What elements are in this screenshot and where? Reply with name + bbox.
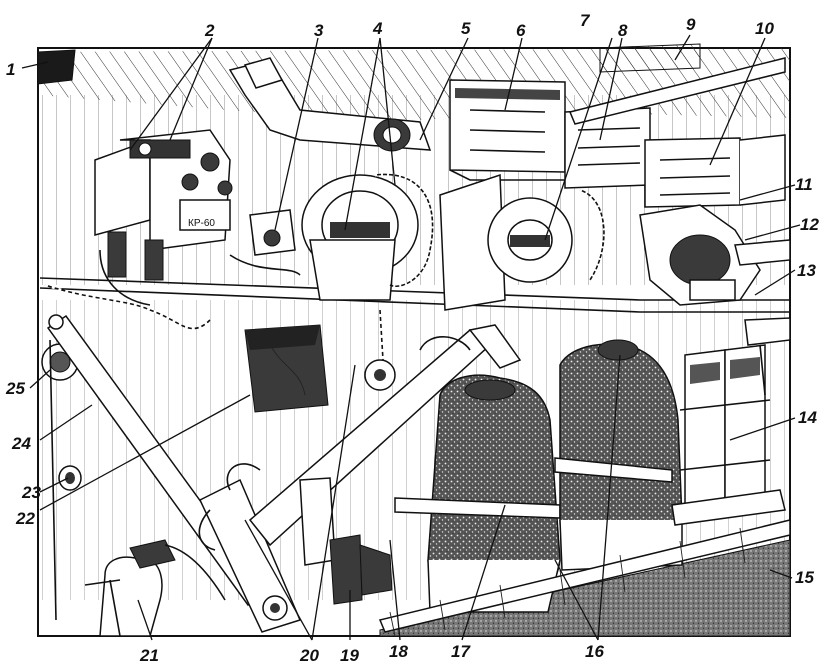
label-5: 5 (461, 19, 471, 38)
floor-rail (378, 519, 791, 637)
canister-rack (671, 344, 786, 526)
wall-bolt (58, 465, 82, 491)
headset-left (301, 172, 435, 301)
tripod-stand (198, 324, 522, 633)
label-6: 6 (516, 21, 526, 40)
overhead-pipe (228, 57, 432, 152)
headset-right (639, 204, 791, 306)
cable-bundle (44, 249, 211, 330)
leader-lines (21, 34, 801, 641)
label-21: 21 (139, 646, 159, 665)
label-25: 25 (5, 379, 25, 398)
label-11: 11 (795, 175, 813, 194)
label-2: 2 (204, 21, 215, 40)
label-8: 8 (618, 21, 628, 40)
label-23: 23 (21, 483, 41, 502)
label-1: 1 (6, 60, 15, 79)
label-19: 19 (340, 646, 359, 665)
label-22: 22 (15, 509, 35, 528)
radio-station: КР-60 (94, 129, 301, 281)
label-16: 16 (585, 642, 604, 661)
label-18: 18 (389, 642, 408, 661)
sack-right (554, 339, 683, 571)
label-4: 4 (372, 19, 383, 38)
number-labels: 1 2 3 4 5 6 7 8 9 10 11 12 13 14 15 16 1… (5, 11, 819, 665)
label-12: 12 (800, 215, 819, 234)
wall-pouch (244, 324, 329, 413)
label-9: 9 (686, 15, 696, 34)
upper-boxes (449, 43, 786, 208)
label-15: 15 (795, 568, 814, 587)
fire-extinguisher (84, 539, 226, 637)
label-20: 20 (299, 646, 319, 665)
label-14: 14 (798, 408, 817, 427)
label-3: 3 (314, 21, 324, 40)
label-17: 17 (451, 642, 471, 661)
device-plate-text: КР-60 (188, 218, 215, 229)
label-7: 7 (580, 11, 591, 30)
mount-clamp (329, 309, 396, 605)
side-bracket (744, 317, 791, 396)
label-10: 10 (755, 19, 774, 38)
label-24: 24 (11, 434, 31, 453)
sack-left (394, 336, 561, 613)
label-13: 13 (797, 261, 816, 280)
headset-middle (439, 173, 606, 311)
